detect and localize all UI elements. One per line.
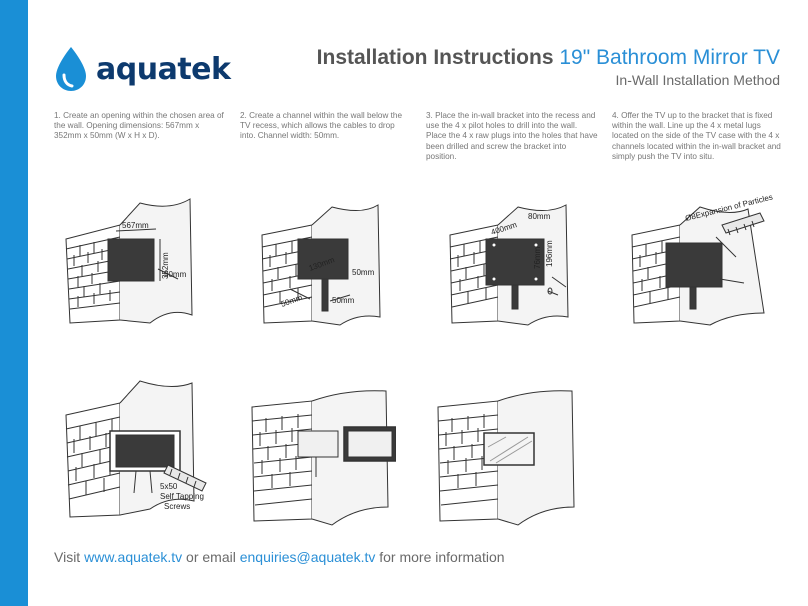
footer-middle: or email <box>186 549 236 565</box>
fig3-side-label: 76mm <box>533 246 542 269</box>
fig5-screw-size: 5x50 <box>160 482 178 491</box>
website-link[interactable]: www.aquatek.tv <box>84 549 183 565</box>
fig1-width-label: 567mm <box>122 221 149 230</box>
footer-suffix: for more information <box>379 549 505 565</box>
title-product: 19" Bathroom Mirror TV <box>559 46 780 69</box>
fig5-screw-type-a: Self Tapping <box>160 492 204 501</box>
tv-panel <box>665 242 723 288</box>
cable-channel <box>321 278 329 312</box>
fig3-top-label: 80mm <box>528 212 551 221</box>
figure-step-2-channel: 130mm 50mm 50mm 50mm <box>250 195 390 335</box>
page-subtitle: In-Wall Installation Method <box>615 72 780 88</box>
step-1-text: 1. Create an opening within the chosen a… <box>54 111 224 141</box>
fig2-channel-label-b: 50mm <box>332 296 355 305</box>
email-link[interactable]: enquiries@aquatek.tv <box>239 549 376 565</box>
step-3-text: 3. Place the in-wall bracket into the re… <box>426 111 598 161</box>
step-2-text: 2. Create a channel within the wall belo… <box>240 111 403 141</box>
figure-step-4-fit-tv: Ø8Expansion of Particles <box>624 195 774 335</box>
wall-opening <box>107 238 155 282</box>
screw-icon <box>163 464 207 492</box>
figure-step-3-bracket: 400mm 80mm 196mm 76mm <box>440 195 580 335</box>
in-wall-bracket <box>485 238 545 286</box>
title-bold: Installation Instructions <box>316 46 554 69</box>
screw-icon <box>721 212 765 236</box>
fig5-screw-type-b: Screws <box>164 502 190 511</box>
fig1-depth-label: 50mm <box>164 270 187 279</box>
fig1-height-label: 352mm <box>161 252 170 279</box>
figure-step-7-installed <box>432 377 582 527</box>
figure-step-1-opening: 567mm 352mm 50mm <box>60 195 200 335</box>
figure-step-6-mount <box>246 377 396 527</box>
step-4-text: 4. Offer the TV up to the bracket that i… <box>612 111 781 161</box>
brand-name: aquatek <box>96 51 231 87</box>
wall-opening <box>297 238 349 280</box>
footer-prefix: Visit <box>54 549 81 565</box>
brand-logo: aquatek <box>52 44 231 94</box>
raw-plug-icon <box>547 276 567 296</box>
brand-sidebar-bar <box>0 0 28 606</box>
footer-contact: Visit www.aquatek.tv or email enquiries@… <box>54 549 505 565</box>
water-drop-icon <box>52 45 90 93</box>
in-wall-bracket <box>297 430 339 458</box>
figure-step-5-screws: 5x50 Self Tapping Screws <box>60 375 220 525</box>
brick-wall <box>251 400 313 522</box>
fig3-height-label: 196mm <box>545 240 554 267</box>
page-title: Installation Instructions 19" Bathroom M… <box>317 46 780 70</box>
fig2-depth-label: 50mm <box>352 268 375 277</box>
